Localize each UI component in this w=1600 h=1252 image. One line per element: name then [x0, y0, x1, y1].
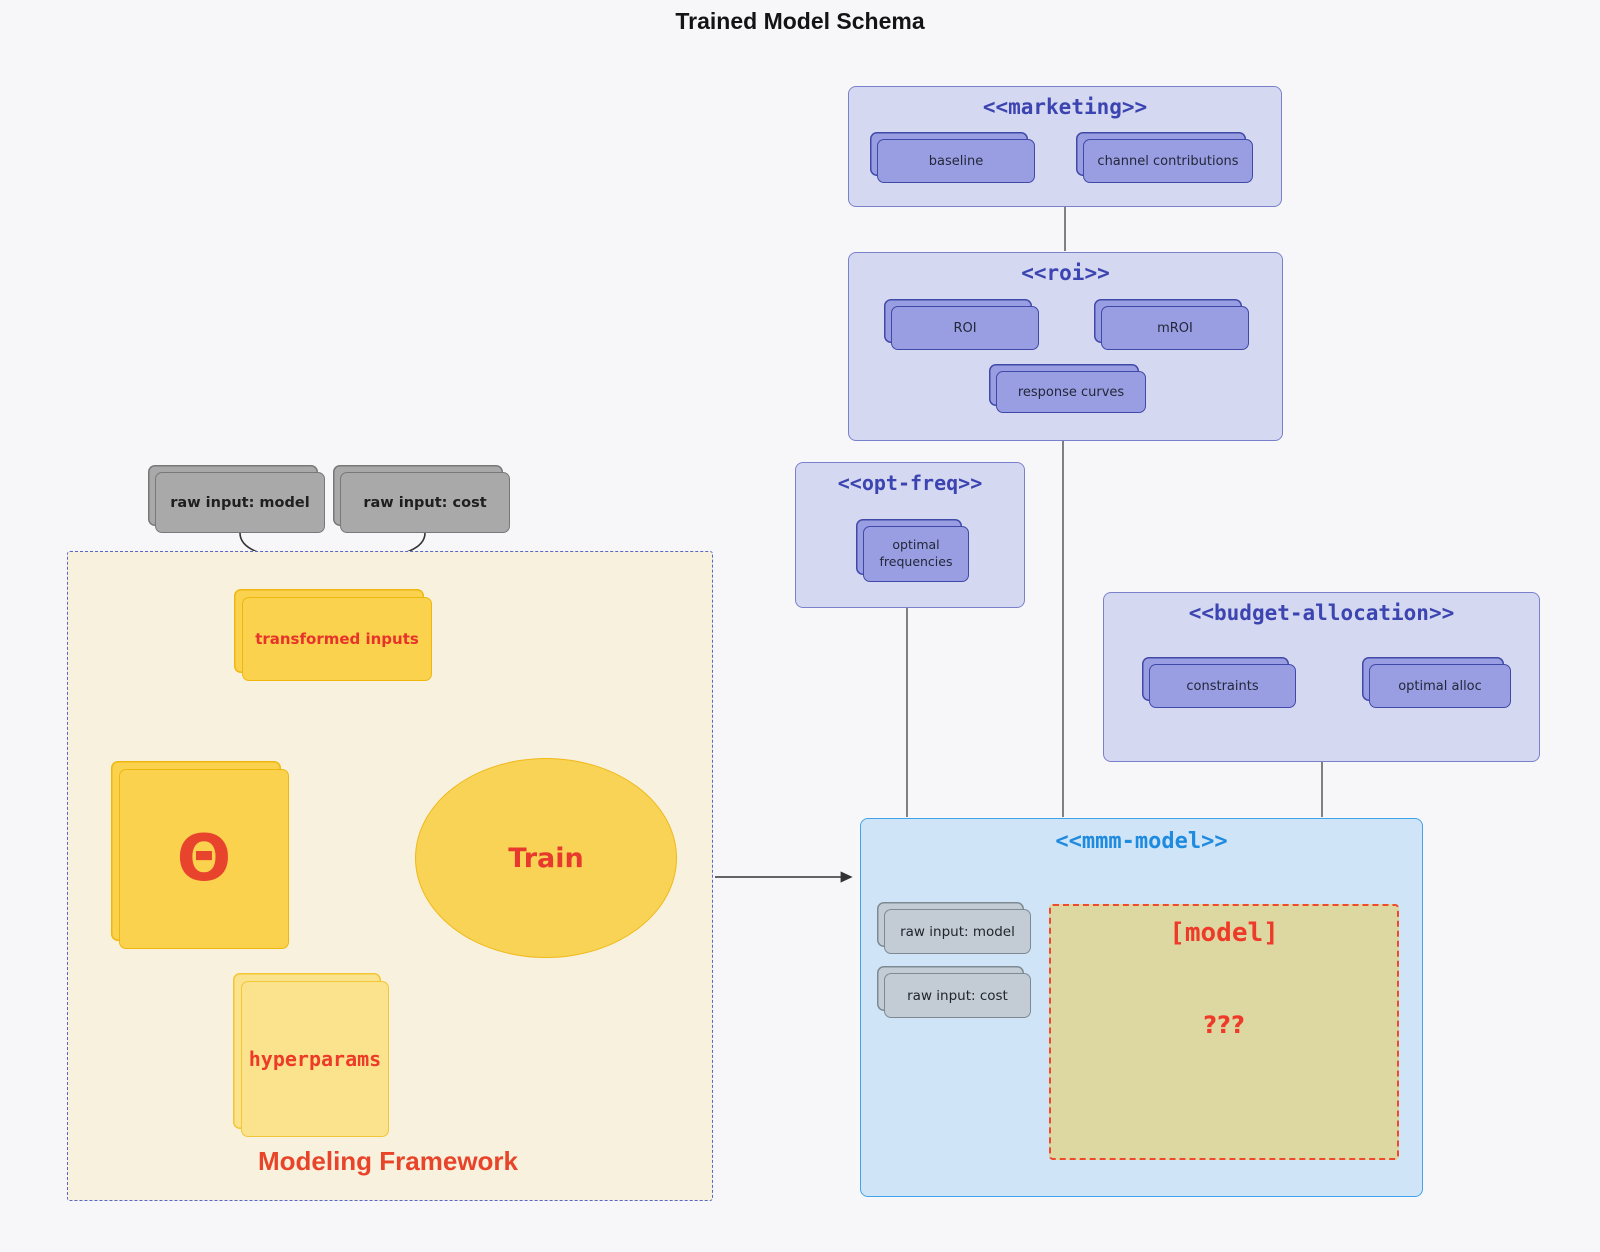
- diagram-title: Trained Model Schema: [675, 8, 925, 34]
- node-roi: ROI: [891, 306, 1039, 350]
- node-baseline: baseline: [877, 139, 1035, 183]
- node-hyperparams: hyperparams: [241, 981, 389, 1137]
- node-constraints: constraints: [1149, 664, 1296, 708]
- cluster-roi-label: <<roi>>: [1021, 261, 1110, 285]
- node-raw-input-model: raw input: model: [155, 472, 325, 533]
- modeling-framework-label: Modeling Framework: [257, 1146, 519, 1176]
- node-mroi: mROI: [1101, 306, 1249, 350]
- model-placeholder-unknown: ???: [1203, 1011, 1245, 1039]
- node-mmm-raw-input-model: raw input: model: [884, 909, 1031, 954]
- cluster-roi: <<roi>> ROI mROI response curves: [848, 252, 1283, 441]
- cluster-opt-freq-label: <<opt-freq>>: [837, 471, 983, 495]
- node-channel-contributions: channel contributions: [1083, 139, 1253, 183]
- cluster-marketing-label: <<marketing>>: [982, 95, 1148, 119]
- cluster-mmm-model-label: <<mmm-model>>: [1055, 829, 1228, 854]
- node-raw-input-cost: raw input: cost: [340, 472, 510, 533]
- cluster-budget-allocation: <<budget-allocation>> constraints optima…: [1103, 592, 1540, 762]
- node-optimal-frequencies: optimal frequencies: [863, 526, 969, 582]
- cluster-modeling-framework: transformed inputs Θ Train hyperparams M…: [67, 551, 713, 1201]
- cluster-mmm-model: <<mmm-model>> raw input: model raw input…: [860, 818, 1423, 1197]
- node-train-label: Train: [508, 842, 584, 874]
- cluster-marketing: <<marketing>> baseline channel contribut…: [848, 86, 1282, 207]
- node-transformed-inputs: transformed inputs: [242, 597, 432, 681]
- model-placeholder-title: [model]: [1169, 918, 1279, 948]
- node-response-curves: response curves: [996, 371, 1146, 413]
- node-optimal-alloc: optimal alloc: [1369, 664, 1511, 708]
- node-train: Train: [415, 758, 677, 958]
- node-theta: Θ: [119, 769, 289, 949]
- node-mmm-raw-input-cost: raw input: cost: [884, 973, 1031, 1018]
- cluster-budget-allocation-label: <<budget-allocation>>: [1188, 601, 1455, 625]
- cluster-opt-freq: <<opt-freq>> optimal frequencies: [795, 462, 1025, 608]
- node-model-placeholder: [model] ???: [1049, 904, 1399, 1160]
